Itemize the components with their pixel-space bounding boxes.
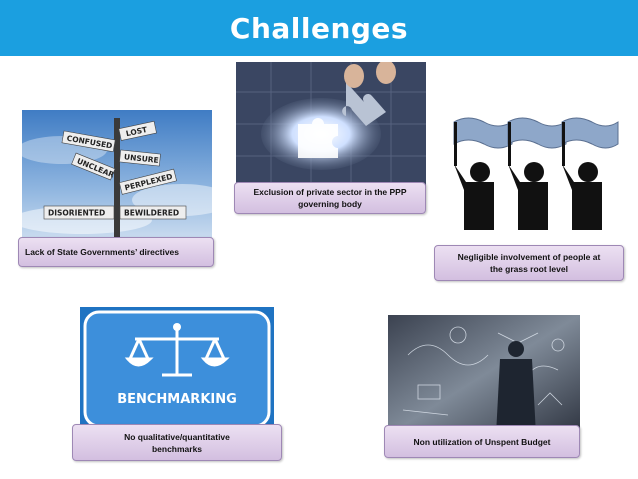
caption-budget: Non utilization of Unspent Budget [384,425,580,458]
caption-people: Negligible involvement of people at the … [434,245,624,281]
benchmarking-label: BENCHMARKING [117,392,237,407]
caption-private-sector: Exclusion of private sector in the PPP g… [234,182,426,214]
page-title: Challenges [229,11,409,45]
signpost-image: LOST CONFUSED UNSURE UNCLEAR PERPLEXED D… [22,110,212,238]
benchmarking-image: BENCHMARKING [80,307,274,431]
caption-directives: Lack of State Governments’ directives [18,237,214,267]
businessman-sketch-image [388,315,580,435]
protest-flags-image [440,112,620,242]
sign-disoriented: DISORIENTED [48,209,105,218]
title-banner: Challenges [0,0,638,56]
caption-benchmarks: No qualitative/quantitative benchmarks [72,424,282,461]
puzzle-image [236,62,426,190]
sign-unsure: UNSURE [124,152,160,165]
sign-bewildered: BEWILDERED [124,209,179,218]
